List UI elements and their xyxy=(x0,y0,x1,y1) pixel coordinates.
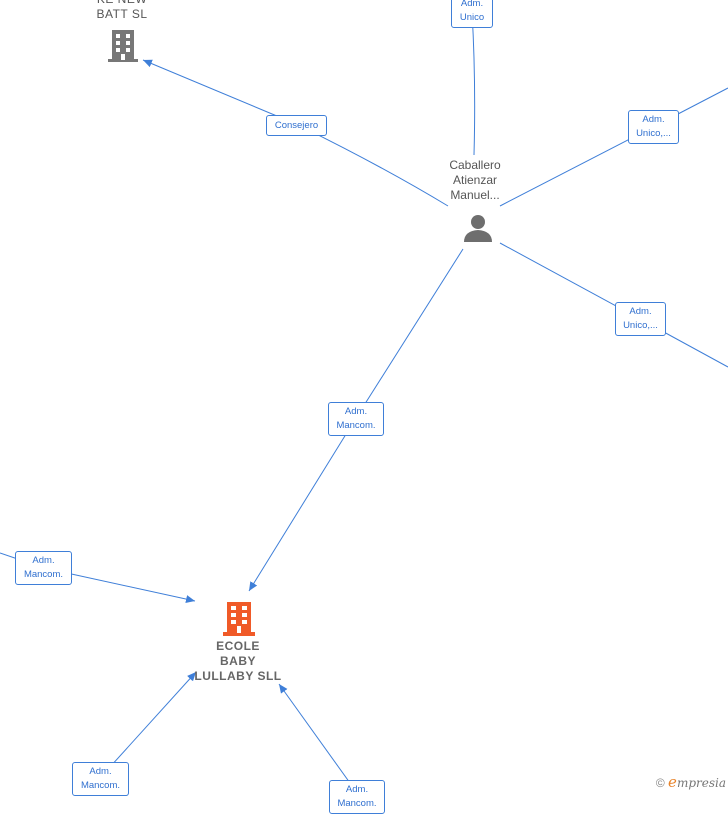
brand-initial: e xyxy=(668,773,677,791)
building-icon[interactable] xyxy=(108,28,138,62)
relation-left-mancom[interactable]: Adm. Mancom. xyxy=(15,551,72,585)
edge-right-upper xyxy=(499,87,728,207)
relation-top-adm[interactable]: Adm. Unico xyxy=(451,0,493,28)
relationship-graph xyxy=(0,11,728,791)
relation-right-lower[interactable]: Adm. Unico,... xyxy=(615,302,666,336)
copyright-symbol: © xyxy=(655,776,665,790)
edge-bottom-right xyxy=(278,683,356,791)
relation-center-mancom[interactable]: Adm. Mancom. xyxy=(328,402,384,436)
person-icon[interactable] xyxy=(463,214,493,242)
edge-right-lower xyxy=(499,242,728,368)
relation-consejero[interactable]: Consejero xyxy=(266,115,327,136)
company-top-label: KE NEW BATT SL xyxy=(96,0,148,21)
edge-bottom-left-mancom xyxy=(99,671,197,779)
person-label: Caballero Atienzar Manuel... xyxy=(449,158,501,202)
brand-name: mpresia xyxy=(676,776,726,790)
edge-top-adm xyxy=(471,11,476,156)
building-icon[interactable] xyxy=(223,600,255,636)
company-main-label: ECOLE BABY LULLABY SLL xyxy=(194,639,282,683)
relation-bottom-right[interactable]: Adm. Mancom. xyxy=(329,780,385,814)
relation-right-upper[interactable]: Adm. Unico,... xyxy=(628,110,679,144)
relation-bottom-left-mancom[interactable]: Adm. Mancom. xyxy=(72,762,129,796)
brand-logo: © empresia xyxy=(656,773,726,791)
